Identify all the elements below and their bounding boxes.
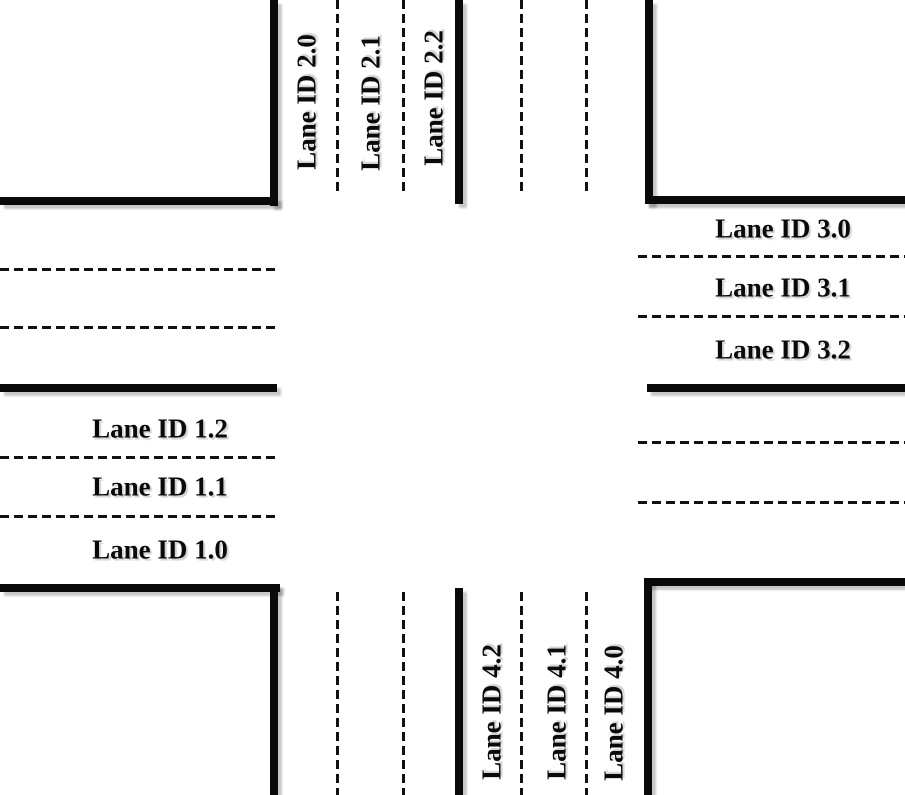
lane-label-4-0: Lane ID 4.0 bbox=[598, 645, 629, 781]
lane-label-2-1: Lane ID 2.1 bbox=[355, 35, 386, 171]
north-road-center-line bbox=[455, 0, 463, 204]
south-opposing-lane-divider-2 bbox=[402, 592, 405, 795]
lane-label-3-2: Lane ID 3.2 bbox=[715, 334, 851, 365]
west-road-bottom-edge-line bbox=[0, 584, 280, 592]
east-road-top-edge-line bbox=[645, 196, 905, 204]
east-lane-divider-3-1-3-2 bbox=[638, 315, 905, 318]
lane-label-1-0: Lane ID 1.0 bbox=[92, 534, 228, 565]
north-road-west-edge-line bbox=[270, 0, 278, 206]
south-lane-divider-4-2-4-1 bbox=[520, 592, 523, 795]
west-road-top-edge-line bbox=[0, 197, 278, 205]
lane-label-2-2: Lane ID 2.2 bbox=[418, 30, 449, 166]
east-road-bottom-edge-line bbox=[645, 578, 905, 586]
lane-label-2-0: Lane ID 2.0 bbox=[291, 34, 322, 170]
lane-label-4-2: Lane ID 4.2 bbox=[476, 644, 507, 780]
lane-label-4-1: Lane ID 4.1 bbox=[541, 644, 572, 780]
north-road-east-edge-line bbox=[645, 0, 653, 204]
north-opposing-lane-divider-2 bbox=[585, 0, 588, 193]
east-road-center-line bbox=[647, 384, 905, 392]
east-opposing-lane-divider-2 bbox=[638, 501, 905, 504]
lane-label-1-2: Lane ID 1.2 bbox=[92, 413, 228, 444]
west-lane-divider-1-1-1-0 bbox=[0, 515, 275, 518]
south-road-center-line bbox=[455, 588, 463, 795]
east-opposing-lane-divider-1 bbox=[638, 441, 905, 444]
south-opposing-lane-divider-1 bbox=[336, 592, 339, 795]
lane-label-1-1: Lane ID 1.1 bbox=[92, 471, 228, 502]
west-opposing-lane-divider-2 bbox=[0, 326, 275, 329]
west-road-center-line bbox=[0, 384, 277, 392]
west-lane-divider-1-2-1-1 bbox=[0, 456, 275, 459]
lane-label-3-0: Lane ID 3.0 bbox=[715, 213, 851, 244]
south-lane-divider-4-1-4-0 bbox=[585, 592, 588, 795]
west-opposing-lane-divider-1 bbox=[0, 268, 275, 271]
east-lane-divider-3-0-3-1 bbox=[638, 255, 905, 258]
north-opposing-lane-divider-1 bbox=[520, 0, 523, 193]
lane-label-3-1: Lane ID 3.1 bbox=[715, 272, 851, 303]
north-lane-divider-2-1-2-2 bbox=[402, 0, 405, 196]
south-road-west-edge-line bbox=[270, 584, 278, 795]
south-road-east-edge-line bbox=[644, 578, 652, 795]
north-lane-divider-2-0-2-1 bbox=[336, 0, 339, 196]
